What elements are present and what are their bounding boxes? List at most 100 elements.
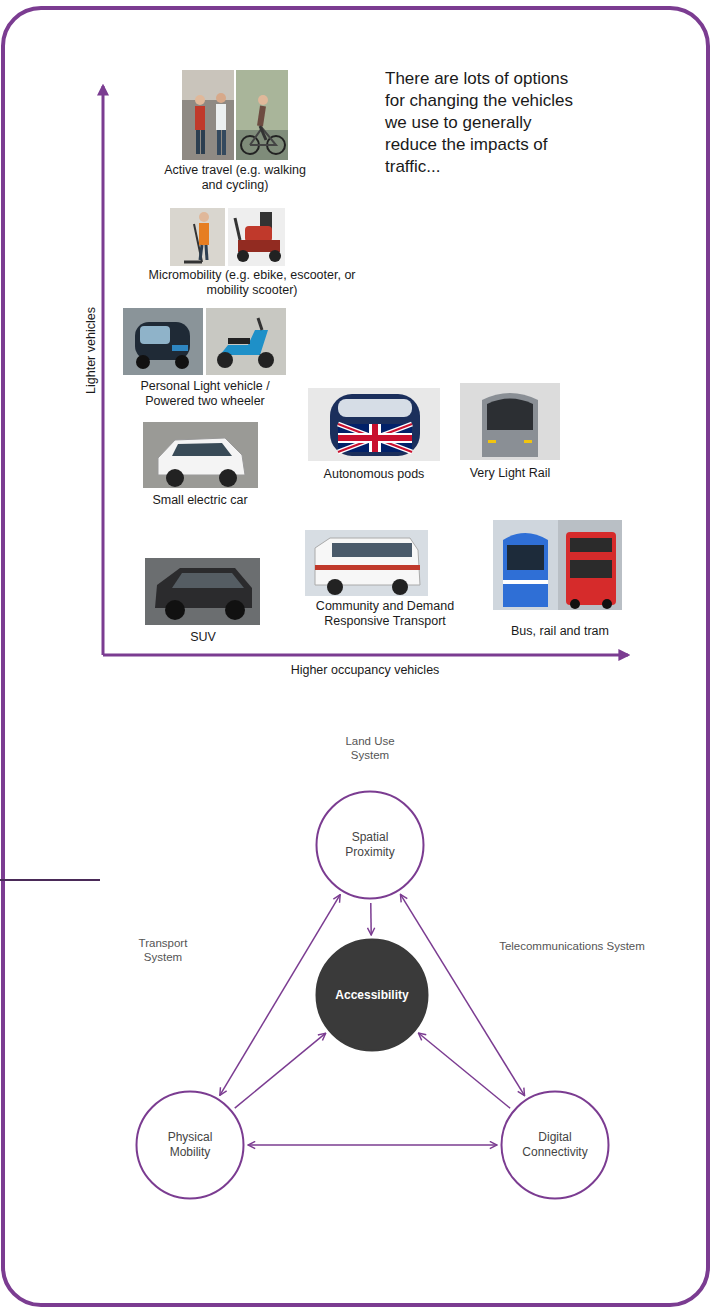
- very-light-rail-photo: [488, 440, 496, 443]
- micromobility-photo: [199, 212, 209, 222]
- small-car-photo: [143, 422, 258, 488]
- mode-caption: Very Light Rail: [450, 466, 570, 481]
- chart-axes: [103, 654, 628, 657]
- mode-caption: Autonomous pods: [304, 467, 444, 482]
- connector-arrow: [248, 1144, 497, 1146]
- micromobility-photo: [245, 226, 272, 242]
- active-travel-photo: [195, 106, 205, 130]
- very-light-rail-photo: [524, 440, 532, 443]
- mode-caption: SUV: [153, 630, 253, 645]
- circle-outline: [502, 1092, 609, 1199]
- active-travel-photo: [182, 70, 234, 160]
- hub-circle: Accessibility: [315, 938, 429, 1052]
- circle-label: Accessibility: [335, 988, 408, 1003]
- micromobility-photo: [206, 245, 207, 260]
- light-vehicle-photo: [172, 345, 188, 351]
- community-transport-photo: [305, 530, 428, 596]
- system-circle: Physical Mobility: [135, 1090, 245, 1200]
- light-vehicle-photo: [123, 308, 203, 375]
- active-travel-photo: [201, 130, 205, 154]
- panel-border: [3, 8, 708, 1305]
- mode-caption: Active travel (e.g. walking and cycling): [160, 163, 310, 193]
- light-vehicle-photo: [136, 355, 150, 369]
- very-light-rail-photo: [460, 383, 560, 460]
- axis-title: Higher occupancy vehicles: [255, 663, 475, 678]
- light-vehicle-photo: [123, 308, 286, 375]
- system-label: Land Use System: [325, 735, 415, 763]
- autonomous-pod-photo: [338, 424, 412, 452]
- micromobility-photo: [170, 208, 285, 266]
- active-travel-photo: [222, 130, 226, 155]
- micromobility-photo: [170, 208, 225, 266]
- active-travel-photo: [260, 126, 266, 140]
- community-transport-photo: [305, 530, 428, 596]
- micromobility-photo: [235, 218, 240, 240]
- circle-outline: [317, 792, 424, 899]
- active-travel-photo: [196, 130, 200, 154]
- autonomous-pod-photo: [338, 424, 412, 452]
- community-transport-photo: [315, 565, 420, 570]
- chart-axes: [102, 86, 105, 655]
- bus-rail-tram-photo: [570, 599, 580, 609]
- bus-rail-tram-photo: [570, 560, 612, 578]
- bus-rail-tram-photo: [602, 599, 612, 609]
- mode-caption: Micromobility (e.g. ebike, escooter, or …: [147, 268, 357, 298]
- bus-rail-tram-photo: [566, 532, 616, 605]
- community-transport-photo: [392, 579, 408, 595]
- autonomous-pod-photo: [338, 424, 412, 452]
- community-transport-photo: [327, 579, 343, 595]
- autonomous-pod-photo: [338, 424, 412, 452]
- community-transport-photo: [332, 543, 412, 557]
- chart-axes: [103, 86, 628, 655]
- small-car-photo: [219, 469, 237, 487]
- micromobility-photo: [184, 261, 202, 264]
- light-vehicle-photo: [217, 352, 233, 368]
- very-light-rail-photo: [460, 383, 560, 460]
- suv-photo: [145, 558, 260, 625]
- active-travel-photo: [195, 95, 205, 105]
- community-transport-photo: [315, 538, 420, 585]
- intro-note: There are lots of options for changing t…: [385, 68, 579, 178]
- light-vehicle-photo: [206, 308, 286, 375]
- active-travel-photo: [260, 106, 263, 126]
- bus-rail-tram-photo: [493, 520, 558, 610]
- small-car-photo: [158, 438, 245, 475]
- suv-photo: [165, 600, 185, 620]
- autonomous-pod-photo: [338, 399, 412, 417]
- circle-label: Spatial Proximity: [328, 830, 412, 860]
- light-vehicle-photo: [258, 318, 262, 330]
- autonomous-pod-photo: [330, 394, 420, 456]
- light-vehicle-photo: [258, 352, 274, 368]
- micromobility-photo: [237, 250, 249, 262]
- mode-caption: Community and Demand Responsive Transpor…: [298, 599, 473, 629]
- connector-arrow: [370, 903, 372, 935]
- mode-caption: Small electric car: [130, 493, 270, 508]
- very-light-rail-photo: [482, 393, 538, 457]
- light-vehicle-photo: [135, 322, 190, 360]
- circle-label: Physical Mobility: [148, 1130, 232, 1160]
- very-light-rail-photo: [487, 399, 533, 431]
- mode-caption: Bus, rail and tram: [490, 624, 630, 639]
- bus-rail-tram-photo: [558, 520, 622, 610]
- circle-label: Digital Connectivity: [513, 1130, 597, 1160]
- active-travel-photo: [182, 70, 288, 160]
- panel-rule: [0, 879, 100, 881]
- circle-outline: [317, 940, 428, 1051]
- suv-photo: [225, 600, 245, 620]
- light-vehicle-photo: [140, 326, 170, 344]
- bus-rail-tram-photo: [503, 580, 548, 584]
- bus-rail-tram-photo: [507, 545, 544, 570]
- axis-title: Lighter vehicles: [84, 275, 99, 425]
- autonomous-pod-photo: [338, 435, 412, 441]
- light-vehicle-photo: [228, 338, 250, 344]
- micromobility-photo: [269, 250, 281, 262]
- autonomous-pod-photo: [308, 388, 440, 461]
- small-car-photo: [166, 469, 184, 487]
- suv-photo: [172, 573, 244, 588]
- active-travel-photo: [258, 95, 268, 105]
- light-vehicle-photo: [220, 330, 268, 355]
- bus-rail-tram-photo: [493, 520, 622, 610]
- active-travel-photo: [216, 93, 226, 103]
- light-vehicle-photo: [175, 355, 189, 369]
